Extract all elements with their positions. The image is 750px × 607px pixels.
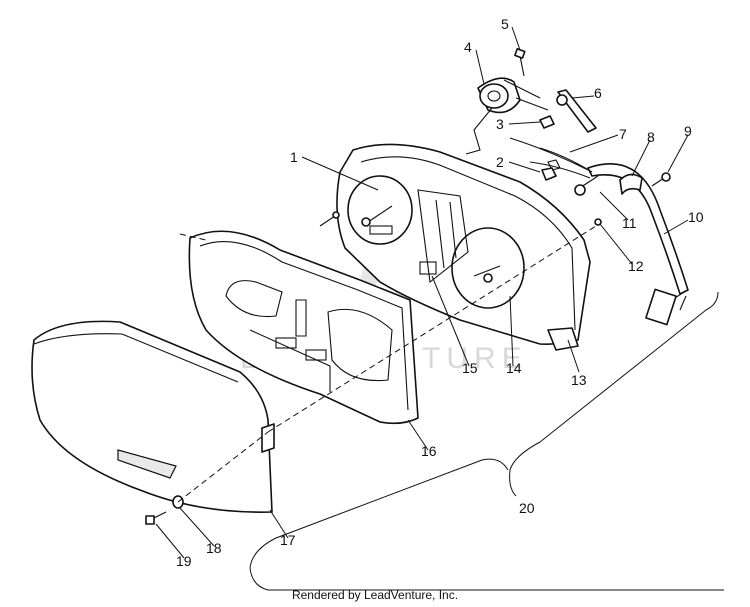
callout-4: 4 <box>464 39 472 55</box>
callout-13: 13 <box>571 372 587 388</box>
callout-15: 15 <box>462 360 478 376</box>
callout-9: 9 <box>684 123 692 139</box>
speedometer-gauge <box>347 175 413 245</box>
callout-11: 11 <box>622 215 637 231</box>
cover-screw <box>145 515 155 525</box>
callout-8: 8 <box>647 129 655 145</box>
callout-10: 10 <box>688 209 704 225</box>
callout-14: 14 <box>506 360 522 376</box>
mount-bracket <box>547 327 579 351</box>
wiring-harness <box>509 89 689 326</box>
bulb-lower <box>541 167 557 181</box>
harness-clip <box>619 173 643 195</box>
harness-connector <box>645 288 677 326</box>
callout-labels: 1 2 3 4 5 6 7 8 9 10 11 12 13 14 15 16 1… <box>176 16 704 569</box>
buzzer-assembly <box>465 48 549 155</box>
callout-17: 17 <box>280 532 296 548</box>
alignment-lines <box>177 225 597 503</box>
footer-credit: Rendered by LeadVenture, Inc. <box>291 588 459 602</box>
indicator-lamp-window <box>419 261 437 275</box>
callout-18: 18 <box>206 540 222 556</box>
callout-16: 16 <box>421 443 437 459</box>
callout-20: 20 <box>519 500 535 516</box>
callout-19: 19 <box>176 553 192 569</box>
instrument-cluster-housing <box>319 143 602 351</box>
leader-lines <box>155 26 689 559</box>
group-bracket <box>249 291 724 591</box>
tachometer-gauge <box>451 227 525 309</box>
callout-12: 12 <box>628 258 644 274</box>
bulb-upper <box>539 115 555 129</box>
cluster-cover <box>31 320 275 525</box>
cluster-bezel <box>188 230 419 425</box>
callout-5: 5 <box>501 16 509 32</box>
callout-2: 2 <box>496 154 504 170</box>
callout-3: 3 <box>496 116 504 132</box>
callout-7: 7 <box>619 126 627 142</box>
callout-6: 6 <box>594 85 602 101</box>
callout-1: 1 <box>290 149 298 165</box>
bezel-lens-window <box>275 337 297 349</box>
